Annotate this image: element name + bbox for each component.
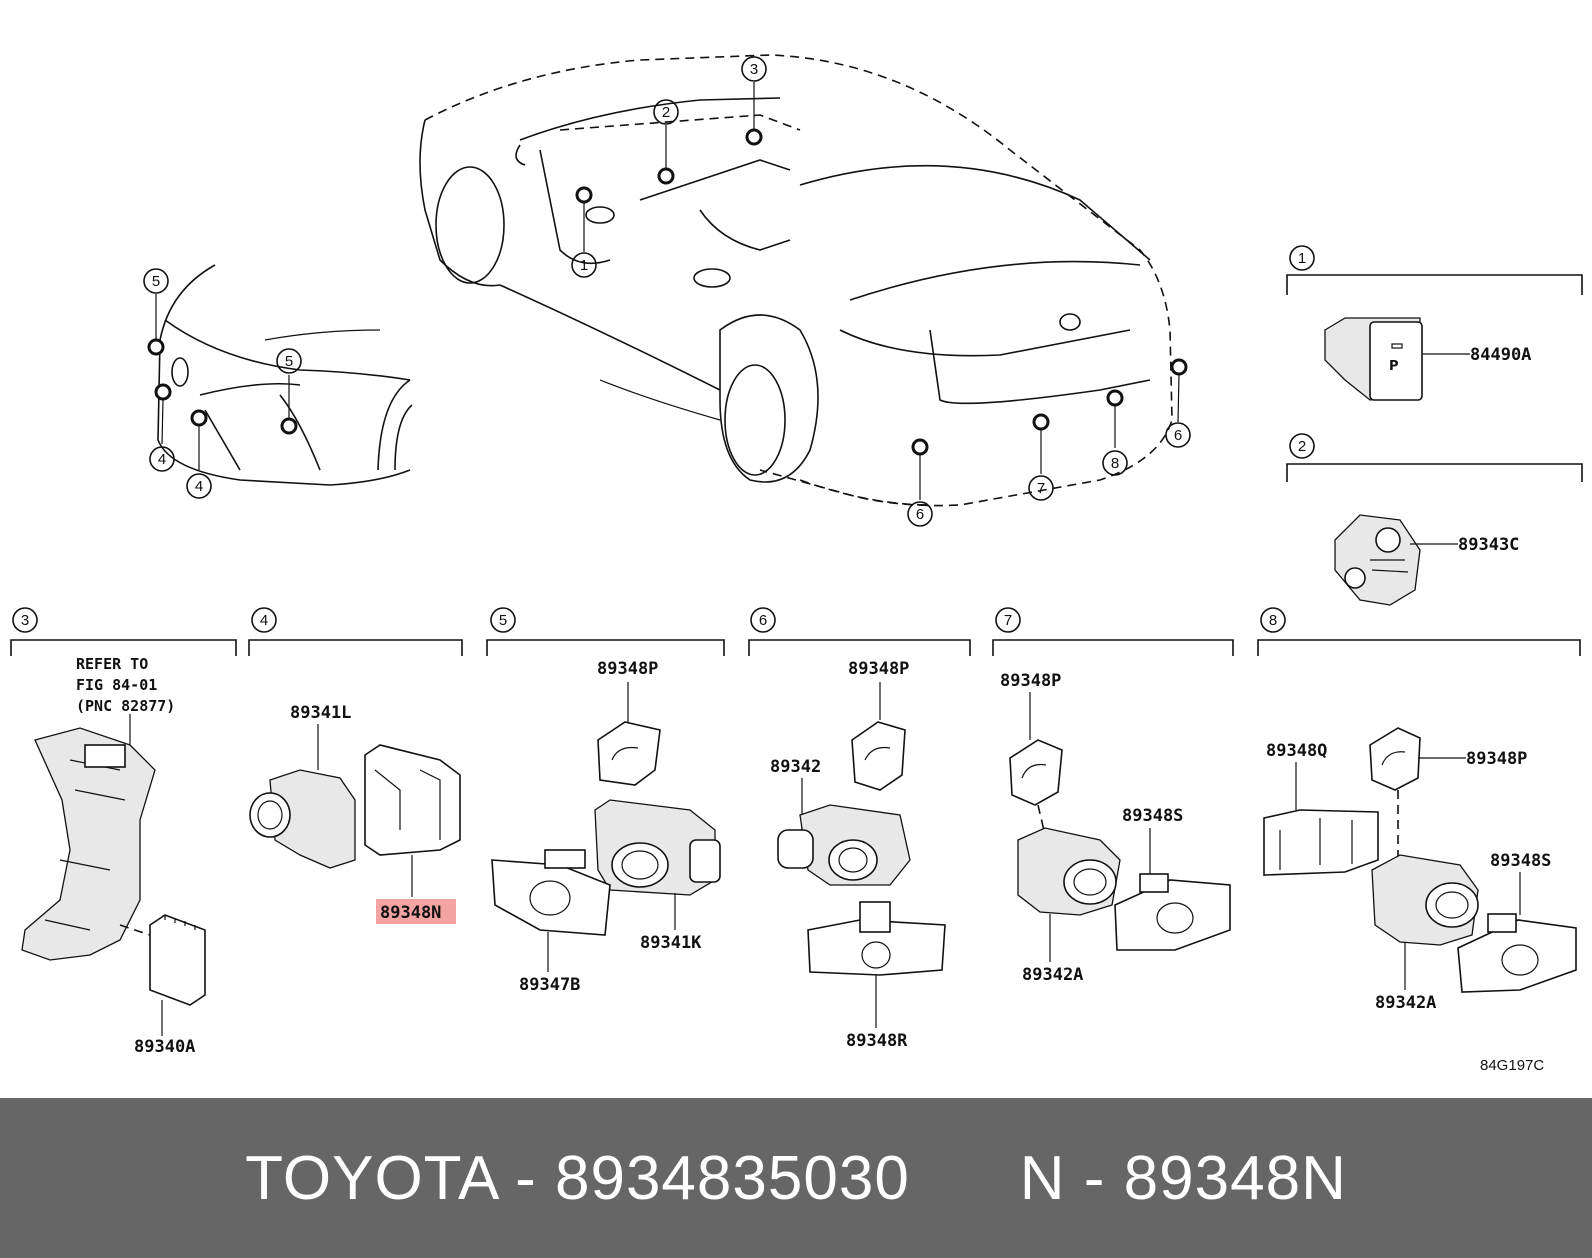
retainer-89348N — [364, 744, 461, 856]
sensor-89342A-g7 — [1017, 827, 1121, 916]
part-label-89348P-g5: 89348P — [597, 659, 658, 679]
sensor-89341L — [249, 769, 356, 869]
ecu-89340A — [149, 914, 206, 1006]
callout-5-front-b: 5 — [276, 348, 302, 374]
part-label-89342: 89342 — [770, 757, 821, 777]
svg-text:P: P — [1389, 359, 1399, 374]
figure-code: 84G197C — [1480, 1057, 1544, 1074]
svg-text:4: 4 — [195, 478, 203, 495]
switch-84490A: P — [1324, 317, 1423, 401]
svg-text:4: 4 — [158, 451, 166, 468]
callout-5-front-a: 5 — [143, 268, 169, 294]
refer-note-line-3: (PNC 82877) — [76, 697, 175, 715]
svg-text:2: 2 — [662, 104, 670, 121]
group-3: REFER TO FIG 84-01 (PNC 82877) 89340A — [21, 655, 206, 1057]
callout-1-car: 1 — [571, 252, 597, 278]
group-1: 1 P 84490A — [1286, 245, 1583, 401]
part-label-89348N: 89348N — [380, 903, 441, 923]
part-label-89347B: 89347B — [519, 975, 580, 995]
part-label-89342A-g7: 89342A — [1022, 965, 1083, 985]
cover-89348P-g8 — [1369, 727, 1421, 791]
parts-diagram: 1 2 3 6 6 7 8 5 5 4 4 1 P 84490A 2 — [10, 54, 1583, 1074]
part-label-89348S-g8: 89348S — [1490, 851, 1551, 871]
part-label-89348P-g7: 89348P — [1000, 671, 1061, 691]
group-6: 89348P 89342 89348R — [770, 659, 946, 1051]
callout-4-front-a: 4 — [149, 446, 175, 472]
svg-text:6: 6 — [759, 612, 767, 629]
sensor-89342 — [777, 804, 911, 886]
sensor-89343C — [1334, 514, 1421, 606]
callout-3-car: 3 — [741, 56, 767, 82]
part-label-89342A-g8: 89342A — [1375, 993, 1436, 1013]
sensor-89341K — [594, 799, 721, 896]
svg-text:6: 6 — [1174, 427, 1182, 444]
car-front-view — [147, 264, 413, 486]
svg-text:5: 5 — [499, 612, 507, 629]
group-5: 89348P 89347B 89341K — [491, 659, 721, 995]
cover-89348P-g5 — [597, 721, 661, 786]
footer-banner: TOYOTA - 8934835030 N - 89348N — [0, 1098, 1592, 1258]
part-label-89348P-g8: 89348P — [1466, 749, 1527, 769]
callout-4-front-b: 4 — [186, 473, 212, 499]
svg-text:3: 3 — [21, 612, 29, 629]
svg-text:7: 7 — [1037, 480, 1045, 497]
part-label-89348P-g6: 89348P — [848, 659, 909, 679]
group-headers: 3 4 5 6 7 8 — [10, 607, 1581, 656]
svg-text:6: 6 — [916, 506, 924, 523]
bracket-89348S-g7 — [1114, 873, 1231, 951]
part-label-89348S-g7: 89348S — [1122, 806, 1183, 826]
part-label-84490A: 84490A — [1470, 345, 1531, 365]
callout-6-car-b: 6 — [907, 501, 933, 527]
part-label-89348Q: 89348Q — [1266, 741, 1327, 761]
refer-note-line-2: FIG 84-01 — [76, 676, 157, 694]
callout-2-car: 2 — [653, 99, 679, 125]
group-4: 89341L 89348N — [249, 703, 461, 924]
part-label-89340A: 89340A — [134, 1037, 195, 1057]
car-callouts: 1 2 3 6 6 7 8 5 5 4 4 — [143, 56, 1191, 527]
svg-text:1: 1 — [1298, 250, 1306, 267]
svg-text:8: 8 — [1269, 612, 1277, 629]
svg-text:2: 2 — [1298, 438, 1306, 455]
group-2: 2 89343C — [1286, 433, 1583, 606]
part-label-89343C: 89343C — [1458, 535, 1519, 555]
sensor-89342A-g8 — [1371, 854, 1479, 946]
cover-89348P-g6 — [851, 721, 906, 791]
part-label-89341K: 89341K — [640, 933, 702, 953]
callout-8-car: 8 — [1102, 450, 1128, 476]
group-7: 89348P 89348S 89342A — [1000, 671, 1231, 985]
svg-text:3: 3 — [750, 61, 758, 78]
svg-text:1: 1 — [580, 257, 588, 274]
svg-text:7: 7 — [1004, 612, 1012, 629]
footer-part-number: TOYOTA - 8934835030 — [245, 1143, 910, 1213]
bracket-89348S-g8 — [1457, 913, 1577, 993]
footer-pnc-code: N - 89348N — [1019, 1143, 1347, 1213]
svg-text:5: 5 — [285, 353, 293, 370]
group-8: 89348Q 89348P 89348S 89342A — [1263, 727, 1577, 1013]
bracket-89347B — [491, 849, 611, 936]
bracket-89348Q — [1263, 809, 1379, 876]
refer-note-line-1: REFER TO — [76, 655, 148, 673]
svg-text:4: 4 — [260, 612, 268, 629]
car-rear-view — [419, 54, 1188, 507]
cover-89348P-g7 — [1009, 739, 1063, 806]
highlight-box — [376, 899, 456, 924]
svg-text:8: 8 — [1111, 455, 1119, 472]
part-label-89348R: 89348R — [846, 1031, 908, 1051]
bracket-89348R — [807, 901, 946, 976]
bracket-assembly — [21, 727, 156, 961]
callout-6-car-a: 6 — [1165, 422, 1191, 448]
svg-text:5: 5 — [152, 273, 160, 290]
callout-7-car: 7 — [1028, 475, 1054, 501]
part-label-89341L: 89341L — [290, 703, 351, 723]
